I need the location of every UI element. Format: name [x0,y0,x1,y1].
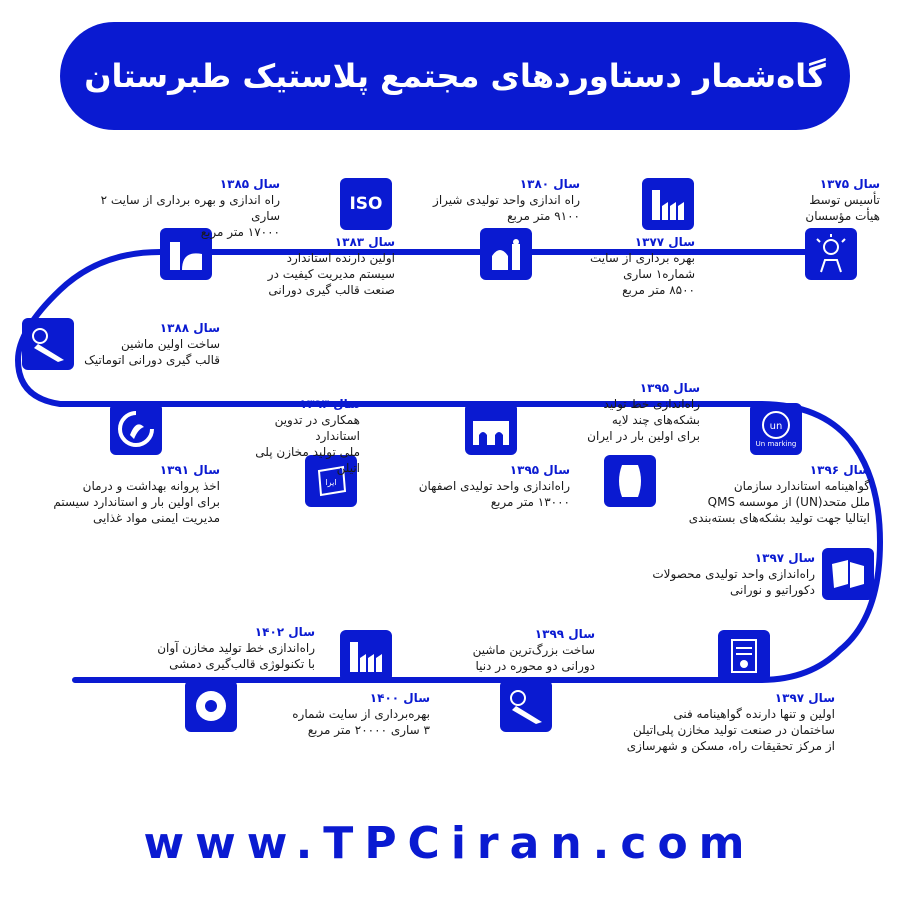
milestone-1380: سال ۱۳۸۰ راه اندازی واحد تولیدی شیراز ۹۱… [410,176,580,224]
certificate-icon [718,630,770,682]
factory-tower-icon [340,630,392,682]
milestone-text: بهره‌برداری از سایت شماره ۳ ساری ۲۰۰۰۰ م… [292,707,430,737]
svg-text:ایرا: ایرا [325,478,336,487]
milestone-1397-certificate: سال ۱۳۹۷ اولین و تنها دارنده گواهینامه ف… [610,690,835,754]
iso-icon: ISO [340,178,392,230]
milestone-text: راه‌اندازی واحد تولیدی اصفهان ۱۳۰۰۰ متر … [418,479,570,509]
rotomolding-machine-icon [22,318,74,370]
milestone-text: راه اندازی واحد تولیدی شیراز ۹۱۰۰ متر مر… [433,193,580,223]
shiraz-landmark-icon [480,228,532,280]
milestone-year: سال ۱۳۹۵ [509,463,570,477]
milestone-text: راه اندازی و بهره برداری از سایت ۲ ساری … [100,193,280,239]
milestone-1402: سال ۱۴۰۲ راه‌اندازی خط تولید مخازن آوان … [140,624,315,672]
milestone-1395-isfahan: سال ۱۳۹۵ راه‌اندازی واحد تولیدی اصفهان ۱… [410,462,570,510]
biaxial-machine-icon [500,680,552,732]
milestone-year: سال ۱۳۹۷ [774,691,835,705]
milestone-1388: سال ۱۳۸۸ ساخت اولین ماشین قالب گیری دورا… [80,320,220,368]
milestone-1399: سال ۱۳۹۹ ساخت بزرگ‌ترین ماشین دورانی دو … [440,626,595,674]
title-banner: گاه‌شمار دستاوردهای مجتمع پلاستیک طبرستا… [60,22,850,130]
milestone-year: سال ۱۳۸۵ [219,177,280,191]
milestone-1397-decorative: سال ۱۳۹۷ راه‌اندازی واحد تولیدی محصولات … [640,550,815,598]
sari-landmark-icon [160,228,212,280]
milestone-year: سال ۱۳۹۵ [639,381,700,395]
un-marking-icon: un Un marking [750,403,802,455]
svg-text:un: un [770,421,783,432]
milestone-text: ساخت بزرگ‌ترین ماشین دورانی دو محوره در … [472,643,595,673]
milestone-1385: سال ۱۳۸۵ راه اندازی و بهره برداری از سای… [80,176,280,240]
milestone-1400: سال ۱۴۰۰ بهره‌برداری از سایت شماره ۳ سار… [285,690,430,738]
website-url[interactable]: www.TPCiran.com [143,818,756,869]
milestone-text: راه‌اندازی واحد تولیدی محصولات دکوراتیو … [652,567,815,597]
milestone-text: راه‌اندازی خط تولید مخازن آوان با تکنولو… [157,641,315,671]
milestone-year: سال ۱۳۹۹ [534,627,595,641]
national-standard-icon: ایرا [305,455,357,507]
milestone-1393: سال ۱۳۹۳ همکاری در تدوین استاندارد ملی ت… [230,396,360,476]
milestone-text: گواهینامه استاندارد سازمان ملل متحد(UN) … [688,479,870,525]
milestone-1391: سال ۱۳۹۱ اخذ پروانه بهداشت و درمان برای … [20,462,220,526]
milestone-text: همکاری در تدوین استاندارد ملی تولید مخاز… [255,413,360,475]
founding-hand-icon [805,228,857,280]
milestone-year: سال ۱۴۰۲ [254,625,315,639]
milestone-year: سال ۱۳۹۷ [754,551,815,565]
milestone-text: ساخت اولین ماشین قالب گیری دورانی اتومات… [84,337,220,367]
milestone-1377: سال ۱۳۷۷ بهره برداری از سایت شماره۱ ساری… [560,234,695,298]
milestone-1395-barrel: سال ۱۳۹۵ راه‌اندازی خط تولید بشکه‌های چن… [565,380,700,444]
milestone-text: اولین و تنها دارنده گواهینامه فنی ساختما… [626,707,835,753]
avan-logo-icon [185,680,237,732]
milestone-year: سال ۱۳۸۰ [519,177,580,191]
milestone-text: اخذ پروانه بهداشت و درمان برای اولین بار… [53,479,220,525]
milestone-text: تأسیس توسط هیأت مؤسسان [805,193,880,223]
milestone-year: سال ۱۳۹۶ [809,463,870,477]
milestone-year: سال ۱۳۹۳ [299,397,360,411]
factory-icon [642,178,694,230]
multilayer-barrel-icon [604,455,656,507]
isfahan-landmark-icon [465,403,517,455]
milestone-year: سال ۱۴۰۰ [369,691,430,705]
milestone-year: سال ۱۳۹۱ [159,463,220,477]
milestone-year: سال ۱۳۷۵ [819,177,880,191]
page-title: گاه‌شمار دستاوردهای مجتمع پلاستیک طبرستا… [84,57,826,95]
milestone-text: بهره برداری از سایت شماره۱ ساری ۸۵۰۰ متر… [589,251,695,297]
milestone-year: سال ۱۳۸۳ [334,235,395,249]
decorative-products-icon [822,548,874,600]
milestone-text: اولین دارنده استاندارد سیستم مدیریت کیفی… [267,251,395,297]
milestone-1383: سال ۱۳۸۳ اولین دارنده استاندارد سیستم مد… [235,234,395,298]
milestone-year: سال ۱۳۸۸ [159,321,220,335]
health-license-icon [110,403,162,455]
milestone-text: راه‌اندازی خط تولید بشکه‌های چند لایه بر… [587,397,700,443]
milestone-year: سال ۱۳۷۷ [634,235,695,249]
milestone-1375: سال ۱۳۷۵ تأسیس توسط هیأت مؤسسان [740,176,880,224]
milestone-1396: سال ۱۳۹۶ گواهینامه استاندارد سازمان ملل … [655,462,870,526]
